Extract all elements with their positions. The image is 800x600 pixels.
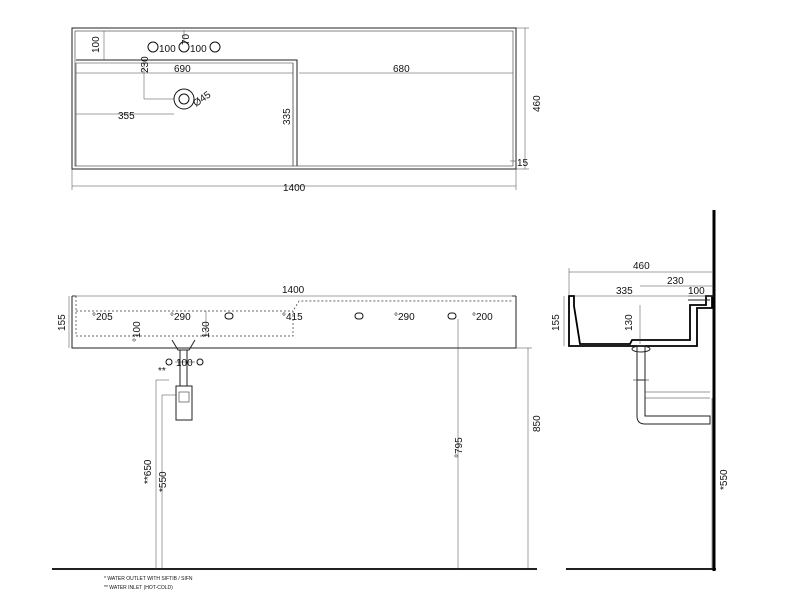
- top-tap-spacing-right: 100: [190, 44, 207, 55]
- side-waste-pipe: [636, 345, 646, 381]
- front-inlet-height: **650: [143, 459, 154, 484]
- side-depth: 460: [633, 261, 650, 272]
- top-tap-offset: 70: [181, 33, 192, 45]
- top-view-outline: [71, 27, 517, 170]
- top-view: 100 100 100 70 230 690 680 Ø45 355 335 1…: [71, 27, 543, 194]
- top-basin-width: 690: [174, 64, 191, 75]
- front-bracket-290-right: °290: [394, 312, 415, 323]
- drain-inner: [178, 93, 190, 105]
- top-drain-from-left: 355: [118, 111, 135, 122]
- bracket-slot-2: [354, 312, 364, 320]
- top-basin-depth: 335: [282, 108, 293, 125]
- inlet-left: [165, 358, 173, 366]
- front-overall-length: 1400: [282, 285, 305, 296]
- siphon-body: [175, 385, 193, 421]
- side-wall-gap: 100: [688, 286, 705, 297]
- tap-hole-left: [147, 41, 159, 53]
- side-outlet-height: *550: [719, 469, 730, 490]
- top-drain-from-back: 230: [140, 56, 151, 73]
- bracket-slot-1: [224, 312, 234, 320]
- top-tap-spacing-left: 100: [159, 44, 176, 55]
- top-rim: 15: [517, 158, 529, 169]
- front-bracket-415: °415: [282, 312, 303, 323]
- notes: * WATER OUTLET WITH SIFTIB / SIFN ** WAT…: [104, 576, 193, 591]
- front-height: 155: [57, 314, 68, 331]
- top-depth: 460: [532, 95, 543, 112]
- front-outlet-height: *550: [158, 471, 169, 492]
- front-basin-inner-height: 130: [201, 321, 212, 338]
- side-drain-from-wall: 230: [667, 276, 684, 287]
- front-view: 1400 155 °205 °290 °415 °290 °200 130 °1…: [52, 285, 543, 570]
- side-height: 155: [551, 314, 562, 331]
- front-basin-outline: [71, 296, 517, 349]
- front-tap-spacing: 100: [176, 358, 193, 369]
- top-shelf-width: 680: [393, 64, 410, 75]
- side-view: 460 230 335 100 155 130 *550: [551, 210, 730, 571]
- front-waste-width: °100: [132, 321, 143, 342]
- top-drain-diameter: Ø45: [191, 89, 213, 109]
- front-bracket-290-left: °290: [170, 312, 191, 323]
- front-bracket-200: °200: [472, 312, 493, 323]
- front-inlet-marker: **: [158, 366, 166, 377]
- side-basin-section: [568, 295, 713, 347]
- side-basin-depth: 335: [616, 286, 633, 297]
- side-inner-height: 130: [624, 314, 635, 331]
- note-inlet: ** WATER INLET (HOT-COLD): [104, 585, 173, 591]
- note-outlet: * WATER OUTLET WITH SIFTIB / SIFN: [104, 576, 193, 582]
- top-overall-length: 1400: [283, 183, 306, 194]
- front-bracket-height: °795: [454, 437, 465, 458]
- inlet-right: [196, 358, 204, 366]
- tap-hole-center: [178, 41, 190, 53]
- top-back-to-tap: 100: [91, 36, 102, 53]
- bracket-slot-3: [447, 312, 457, 320]
- side-siphon-trap: [636, 379, 711, 425]
- front-mount-height: 850: [532, 415, 543, 432]
- tap-hole-right: [209, 41, 221, 53]
- top-view-basin: [76, 59, 298, 166]
- front-bracket-205: °205: [92, 312, 113, 323]
